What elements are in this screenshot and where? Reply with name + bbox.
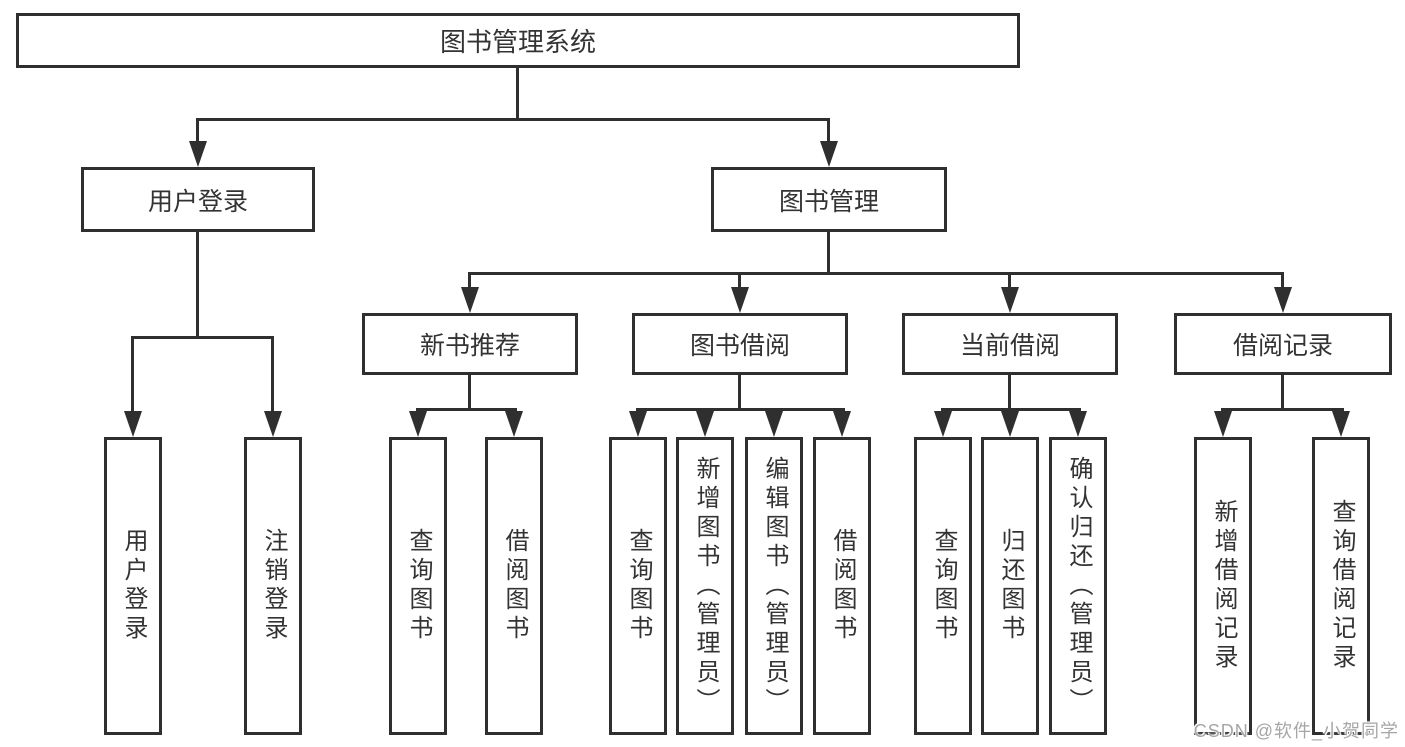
connector-line [468, 375, 471, 408]
node-book-management: 图书管理 [711, 167, 947, 232]
leaf-borrow-book-recommend: 借阅图书 [485, 437, 543, 735]
connector-line [738, 272, 741, 290]
connector-line [196, 118, 830, 121]
connector-line [416, 408, 517, 411]
leaf-add-book-admin: 新增图书（管理员） [676, 437, 734, 735]
arrow-down-icon [629, 411, 647, 437]
connector-line [131, 336, 134, 414]
arrow-down-icon [409, 411, 427, 437]
connector-line [1221, 408, 1344, 411]
arrow-down-icon [1001, 411, 1019, 437]
arrow-down-icon [765, 411, 783, 437]
leaf-query-book-recommend: 查询图书 [389, 437, 447, 735]
connector-line [941, 408, 1081, 411]
node-current-borrowing: 当前借阅 [902, 313, 1118, 375]
leaf-query-borrow-record: 查询借阅记录 [1312, 437, 1370, 735]
connector-line [131, 336, 274, 339]
connector-line [196, 232, 199, 336]
leaf-edit-book-admin: 编辑图书（管理员） [745, 437, 803, 735]
arrow-down-icon [934, 411, 952, 437]
arrow-down-icon [1332, 411, 1350, 437]
leaf-borrow-book-borrow: 借阅图书 [813, 437, 871, 735]
node-book-borrowing: 图书借阅 [632, 313, 848, 375]
arrow-down-icon [189, 141, 207, 167]
node-root: 图书管理系统 [16, 13, 1020, 68]
node-user-login: 用户登录 [81, 167, 315, 232]
arrow-down-icon [124, 411, 142, 437]
leaf-query-book-current: 查询图书 [914, 437, 972, 735]
arrow-down-icon [505, 411, 523, 437]
arrow-down-icon [1001, 287, 1019, 313]
arrow-down-icon [461, 287, 479, 313]
leaf-query-book-borrow: 查询图书 [609, 437, 667, 735]
leaf-return-book: 归还图书 [981, 437, 1039, 735]
connector-line [738, 375, 741, 408]
arrow-down-icon [833, 411, 851, 437]
connector-line [468, 272, 471, 290]
connector-line [1008, 375, 1011, 408]
node-borrowing-records: 借阅记录 [1174, 313, 1392, 375]
connector-line [196, 118, 199, 145]
leaf-add-borrow-record: 新增借阅记录 [1194, 437, 1252, 735]
arrow-down-icon [1274, 287, 1292, 313]
leaf-logout: 注销登录 [244, 437, 302, 735]
node-new-book-recommend: 新书推荐 [362, 313, 578, 375]
connector-line [827, 232, 830, 272]
connector-line [636, 408, 845, 411]
connector-line [1281, 375, 1284, 408]
leaf-user-login: 用户登录 [104, 437, 162, 735]
arrow-down-icon [1214, 411, 1232, 437]
arrow-down-icon [1069, 411, 1087, 437]
connector-line [271, 336, 274, 414]
connector-line [516, 68, 519, 118]
arrow-down-icon [264, 411, 282, 437]
watermark: CSDN @软件_小贺同学 [1193, 721, 1399, 741]
arrow-down-icon [820, 141, 838, 167]
arrow-down-icon [731, 287, 749, 313]
connector-line [1008, 272, 1011, 290]
connector-line [827, 118, 830, 145]
arrow-down-icon [696, 411, 714, 437]
connector-line [468, 272, 1284, 275]
connector-line [1281, 272, 1284, 290]
leaf-confirm-return-admin: 确认归还（管理员） [1049, 437, 1107, 735]
